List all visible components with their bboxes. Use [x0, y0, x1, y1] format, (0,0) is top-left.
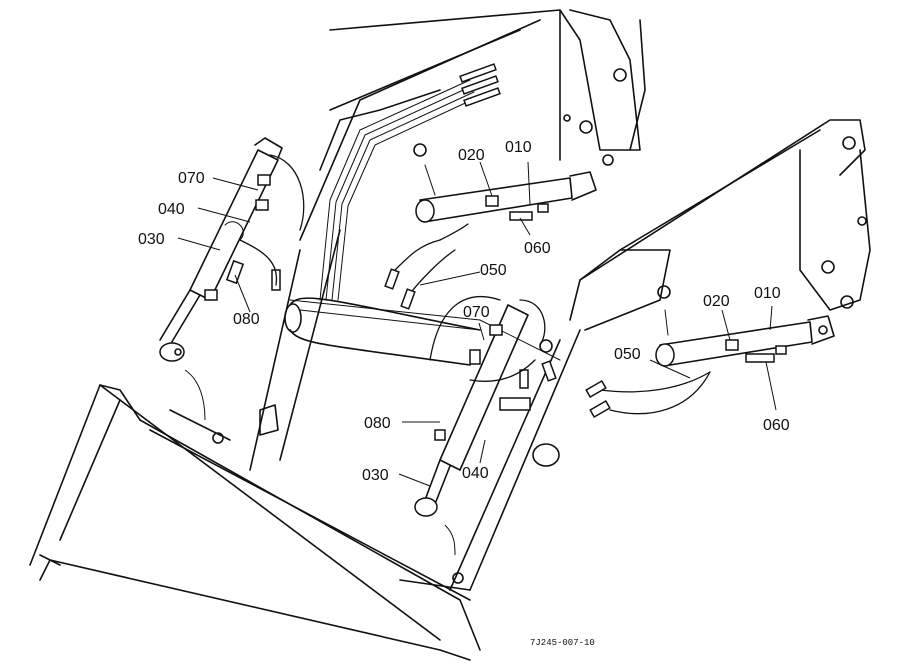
left-boom-frame: [249, 9, 646, 471]
cylinder-030-lower: [414, 296, 557, 517]
labels-lower-center: 070 080 030 040: [362, 304, 490, 484]
cylinder-010-lower: [585, 309, 835, 418]
bucket: [29, 384, 481, 661]
label-070-upper-left: 070: [178, 170, 205, 187]
cylinder-030-upper-left: [159, 137, 305, 362]
label-010-upper: 010: [505, 139, 532, 156]
cross-tube: [284, 297, 481, 366]
label-030-lower: 030: [362, 467, 389, 484]
label-040-lower: 040: [462, 465, 489, 482]
label-070-lower: 070: [463, 304, 490, 321]
labels-lower-right: 020 010 050 060: [614, 285, 790, 434]
label-020-lower: 020: [703, 293, 730, 310]
label-020-upper: 020: [458, 147, 485, 164]
label-050-upper: 050: [480, 262, 507, 279]
label-040-upper-left: 040: [158, 201, 185, 218]
cylinder-010-upper: [384, 143, 597, 310]
label-010-lower: 010: [754, 285, 781, 302]
label-050-lower: 050: [614, 346, 641, 363]
labels-upper-left: 070 040 030 080: [138, 170, 260, 328]
label-060-upper: 060: [524, 240, 551, 257]
right-boom-frame: [449, 119, 871, 591]
drawing-code: 7J245-007-10: [530, 638, 595, 648]
left-hydraulic-tubes: [289, 63, 561, 361]
label-030-upper-left: 030: [138, 231, 165, 248]
labels-upper-mid: 020 010 060 050: [458, 139, 551, 279]
label-060-lower: 060: [763, 417, 790, 434]
leader-lines: [177, 161, 777, 556]
label-080-lower: 080: [364, 415, 391, 432]
label-080-upper-left: 080: [233, 311, 260, 328]
